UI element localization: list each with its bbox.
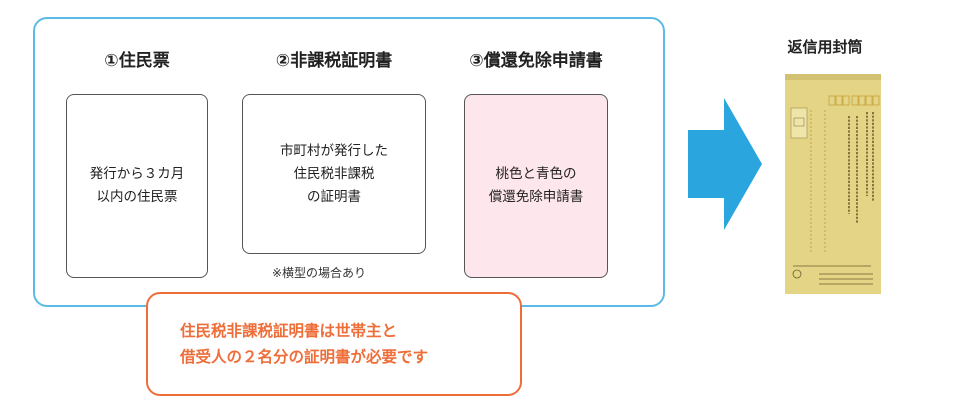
doc-card-line: 償還免除申請書 (488, 189, 584, 205)
doc-title-tax-exemption-certificate: ②非課税証明書 (275, 51, 393, 71)
doc-title-repayment-exemption-application: ③償還免除申請書 (469, 51, 603, 71)
return-envelope-image (785, 74, 881, 294)
callout-line: 借受人の２名分の証明書が必要です (180, 348, 429, 366)
callout-box: 住民税非課税証明書は世帯主と 借受人の２名分の証明書が必要です (146, 292, 522, 396)
doc-card-line: 以内の住民票 (96, 189, 178, 205)
doc-card-line: の証明書 (307, 188, 361, 205)
landscape-format-note: ※横型の場合あり (272, 266, 367, 280)
doc-card-repayment-exemption-application: 桃色と青色の 償還免除申請書 (464, 94, 608, 278)
envelope-title: 返信用封筒 (787, 38, 863, 56)
doc-title-residence-certificate: ①住民票 (104, 51, 170, 71)
doc-card-residence-certificate: 発行から３カ月 以内の住民票 (66, 94, 208, 278)
doc-card-tax-exemption-certificate: 市町村が発行した 住民税非課税 の証明書 (242, 94, 426, 254)
doc-card-line: 桃色と青色の (495, 166, 577, 182)
right-arrow-icon (688, 98, 762, 230)
doc-card-line: 発行から３カ月 (89, 166, 185, 182)
callout-line: 住民税非課税証明書は世帯主と (180, 322, 398, 340)
doc-card-line: 住民税非課税 (293, 165, 375, 182)
doc-card-line: 市町村が発行した (280, 142, 388, 159)
